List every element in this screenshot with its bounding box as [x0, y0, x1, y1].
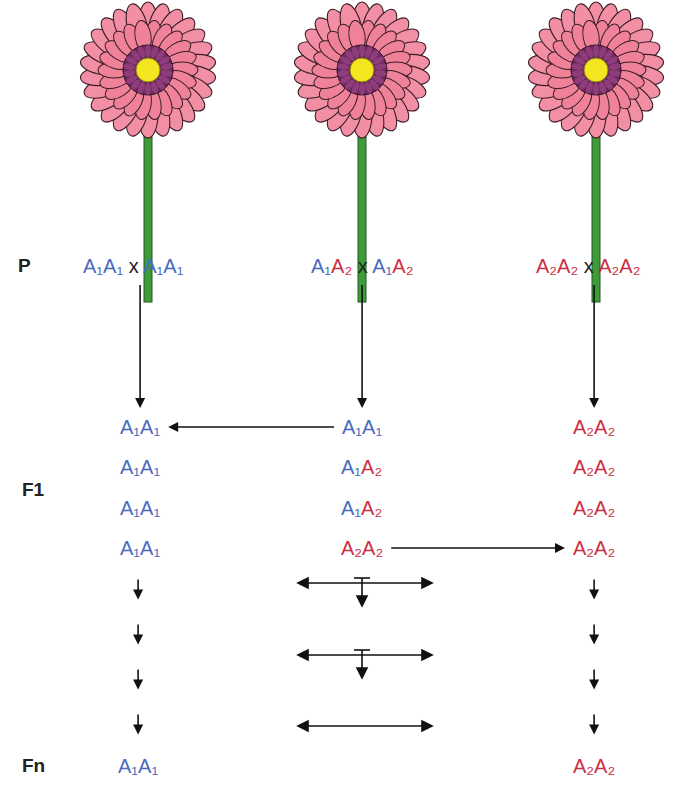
genotype-text: A₂A₂	[573, 455, 615, 479]
inheritance-arrow	[168, 422, 334, 432]
gerbera-flower	[527, 2, 664, 302]
genotype-text: A₂A₂	[573, 415, 615, 439]
genotype-text: A₁A₁	[120, 536, 160, 560]
genotype-node: A₂A₂	[338, 534, 386, 562]
genotype-node: A₁A₂	[338, 494, 385, 522]
genotype-text: A₂A₂	[573, 496, 615, 520]
generation-label: F1	[22, 479, 44, 501]
gerbera-flower	[79, 2, 216, 302]
gerbera-flower	[293, 2, 430, 302]
genotype-text: A₁A₁	[342, 415, 382, 439]
exchange-arrows	[298, 578, 432, 731]
genotype-node: A₂A₂	[570, 752, 618, 780]
generation-label: P	[18, 255, 31, 277]
genotype-text: A₁A₁	[118, 754, 158, 778]
genotype-node: A₂A₂	[570, 453, 618, 481]
genotype-text: A₁A₁	[120, 496, 160, 520]
inheritance-arrow	[589, 580, 599, 735]
inheritance-arrow	[135, 285, 145, 408]
genotype-node: A₁A₁	[117, 413, 163, 441]
genotype-node: A₂A₂	[570, 534, 618, 562]
genotype-node: A₂A₂	[570, 494, 618, 522]
inheritance-arrow	[391, 543, 565, 553]
genotype-node: A₁A₁ x A₁A₁	[80, 252, 186, 280]
genotype-text: A₁A₂ x A₁A₂	[311, 254, 413, 278]
genotype-text: A₂A₂ x A₂A₂	[536, 254, 640, 278]
genotype-text: A₂A₂	[341, 536, 383, 560]
genotype-node: A₁A₁	[117, 534, 163, 562]
genotype-text: A₁A₁	[120, 415, 160, 439]
genotype-text: A₁A₁	[120, 455, 160, 479]
genotype-node: A₂A₂	[570, 413, 618, 441]
genotype-node: A₂A₂ x A₂A₂	[533, 252, 643, 280]
genotype-text: A₂A₂	[573, 754, 615, 778]
inheritance-arrow	[589, 285, 599, 408]
generation-label: Fn	[22, 755, 45, 777]
genotype-node: A₁A₂ x A₁A₂	[308, 252, 416, 280]
genotype-node: A₁A₁	[117, 494, 163, 522]
inheritance-arrow	[133, 580, 143, 735]
genotype-node: A₁A₁	[339, 413, 385, 441]
genotype-node: A₁A₁	[117, 453, 163, 481]
genotype-text: A₁A₁ x A₁A₁	[83, 254, 183, 278]
genotype-text: A₁A₂	[341, 455, 382, 479]
genotype-text: A₁A₂	[341, 496, 382, 520]
inheritance-arrow	[357, 285, 367, 408]
genotype-text: A₂A₂	[573, 536, 615, 560]
genotype-node: A₁A₁	[115, 752, 161, 780]
genotype-node: A₁A₂	[338, 453, 385, 481]
